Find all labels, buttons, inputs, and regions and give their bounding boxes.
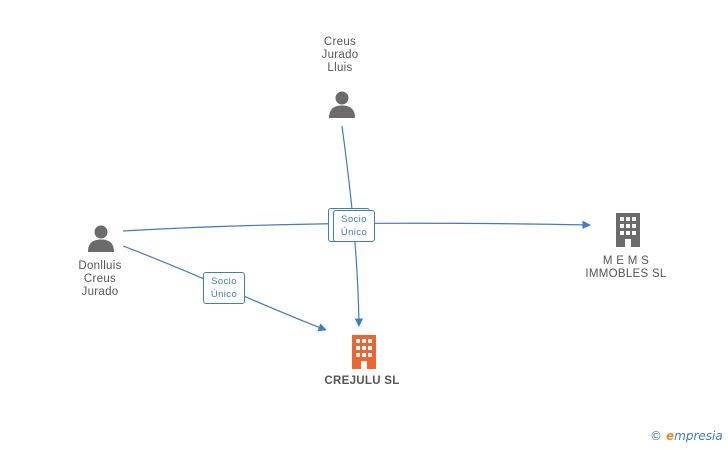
label-line: Creus bbox=[83, 273, 117, 285]
badge-line: Socio bbox=[341, 214, 367, 225]
label-line: Jurado bbox=[81, 286, 119, 298]
edge-label-socio-unico[interactable]: Socio Único bbox=[333, 210, 375, 242]
label-line: Jurado bbox=[321, 49, 359, 61]
building-icon[interactable] bbox=[612, 213, 644, 247]
label-line: Lluis bbox=[327, 62, 353, 74]
label-line: IMMOBLES SL bbox=[585, 268, 667, 280]
person-icon[interactable] bbox=[328, 90, 356, 118]
person-icon[interactable] bbox=[87, 224, 115, 252]
badge-line: Socio bbox=[211, 276, 237, 287]
company-label-crejulu: CREJULU SL bbox=[306, 375, 418, 388]
label-line: Donlluis bbox=[78, 260, 122, 272]
label-line: CREJULU SL bbox=[324, 375, 400, 387]
person-label-creus-jurado-lluis: Creus Jurado Lluis bbox=[300, 36, 380, 75]
edge-label-socio-unico[interactable]: Socio Único bbox=[203, 272, 245, 304]
company-label-mems-immobles: M E M S IMMOBLES SL bbox=[574, 255, 678, 281]
brand-initial: e bbox=[666, 429, 675, 443]
copyright-symbol: © bbox=[650, 429, 662, 443]
label-line: Creus bbox=[323, 36, 357, 48]
building-icon[interactable] bbox=[348, 335, 380, 369]
person-label-donlluis-creus-jurado: Donlluis Creus Jurado bbox=[58, 260, 142, 299]
label-line: M E M S bbox=[602, 255, 650, 267]
empresia-watermark: © empresia bbox=[650, 429, 723, 443]
badge-line: Único bbox=[210, 289, 238, 300]
brand-name: mpresia bbox=[674, 429, 723, 443]
badge-line: Único bbox=[340, 227, 368, 238]
